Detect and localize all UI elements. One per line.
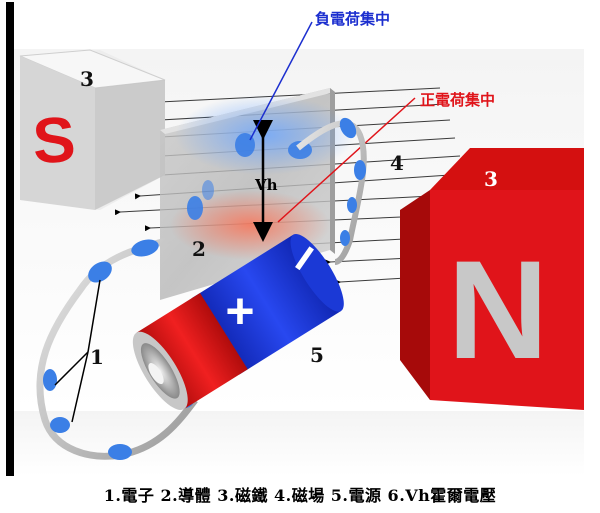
magnet-n-top xyxy=(430,148,584,190)
battery-plus: + xyxy=(225,283,254,339)
frame-top-white xyxy=(14,0,584,49)
hall-voltage-label: Vh xyxy=(254,176,278,194)
magnet-s-number: 3 xyxy=(80,67,94,91)
conductor-number: 2 xyxy=(192,237,206,261)
frame-inner-bottom xyxy=(14,411,584,476)
magnet-n-pole: N xyxy=(447,231,548,388)
magnet-s-pole: S xyxy=(31,103,77,177)
electron-number: 1 xyxy=(90,345,104,369)
negative-charge-label: 負電荷集中 xyxy=(315,10,390,28)
magnet-s: S 3 xyxy=(19,49,166,210)
magnet-n-front xyxy=(430,190,584,410)
magnet-s-face xyxy=(95,80,165,210)
magnet-s-front xyxy=(20,56,95,210)
battery-red-body xyxy=(136,292,248,410)
hall-voltage-indicator: Vh xyxy=(253,120,278,242)
positive-charge-label: 正電荷集中 xyxy=(420,91,495,109)
electron-pointers xyxy=(54,279,101,423)
magnet-n-side xyxy=(400,190,430,400)
frame-bottom-white xyxy=(6,476,594,513)
negative-charge-glow xyxy=(175,95,355,175)
battery-number: 5 xyxy=(310,343,324,367)
battery: + − 5 xyxy=(132,230,344,410)
frame-right-white xyxy=(584,0,600,480)
legend-caption: 1.電子 2.導體 3.磁鐵 4.磁場 5.電源 6.Vh霍爾電壓 xyxy=(103,486,497,505)
positive-charge-pointer xyxy=(277,97,416,223)
negative-charge-pointer xyxy=(249,21,313,141)
field-number: 4 xyxy=(390,151,404,175)
wire-right xyxy=(296,117,367,265)
magnet-n: N 3 xyxy=(400,148,584,410)
magnet-n-number: 3 xyxy=(484,167,498,191)
